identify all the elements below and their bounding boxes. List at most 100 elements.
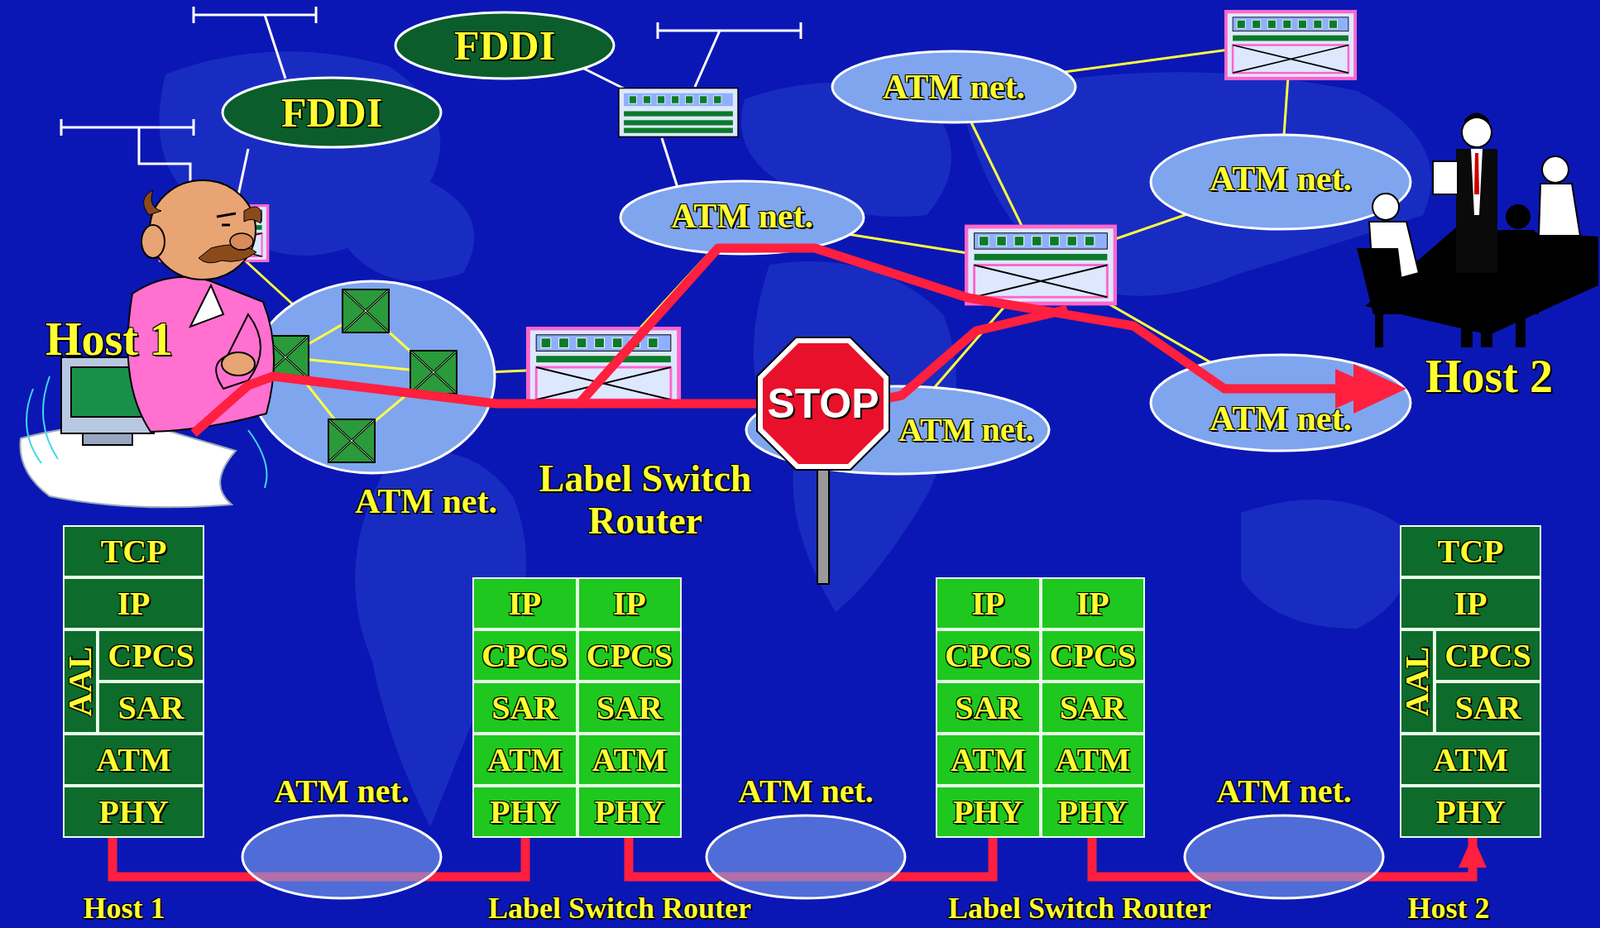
atm-network: ATM net. [1148,352,1414,454]
protocol-layer-cell: PHY [577,785,683,839]
protocol-layer-name: PHY [489,795,560,829]
protocol-layer-name: CPCS [944,639,1031,673]
atm-network: ATM net. [1148,132,1414,232]
protocol-layer-cell: TCP [1399,525,1542,578]
protocol-layer-cell: SAR [97,681,205,734]
protocol-layer-name: ATM [950,743,1026,777]
protocol-layer-name: TCP [1437,535,1505,569]
protocol-layer-name: ATM [95,743,171,777]
atm-network: ATM net. [234,769,450,902]
protocol-layer-cell: IP [577,577,683,630]
router-label: Label Switch Router [508,458,782,542]
network-label: ATM net. [1209,401,1352,436]
network-label: ATM net. [898,413,1035,447]
network-label: ATM net. [273,775,410,809]
protocol-layer-name: SAR [1454,691,1521,725]
network-label: ATM net. [1216,775,1352,809]
network-label: FDDI [281,91,383,134]
atm-network: ATM net. [829,48,1078,125]
atm-network: ATM net. [1176,769,1392,902]
host-protocol-stack: TCPIPAALCPCSSARATMPHY [62,525,205,839]
atm-switch-ring [262,289,457,463]
protocol-layer-name: SAR [1059,691,1126,725]
protocol-layer-cell: PHY [472,785,578,839]
protocol-layer-cell: SAR [577,681,683,734]
protocol-layer-name: CPCS [1049,639,1136,673]
protocol-layer-name: TCP [100,535,168,569]
network-label: FDDI [454,24,556,67]
protocol-layer-cell: SAR [935,681,1041,734]
protocol-layer-name: AAL [63,646,97,717]
protocol-layer-name: CPCS [1444,639,1531,673]
protocol-layer-name: PHY [1058,795,1128,829]
protocol-layer-cell: IP [1399,577,1542,630]
protocol-layer-cell: ATM [62,733,205,786]
protocol-layer-cell: CPCS [1434,629,1542,682]
protocol-layer-cell: CPCS [577,629,683,682]
stop-sign [756,337,890,585]
host-caption: Host 2 [1408,892,1490,926]
protocol-layer-name: SAR [954,691,1021,725]
protocol-layer-name: PHY [594,795,665,829]
ellipse-shape [1150,354,1411,451]
atm-network: ATM net. [698,769,914,902]
protocol-layer-cell: TCP [62,525,205,578]
protocol-layer-cell: PHY [62,785,205,839]
network-label: ATM net. [1209,161,1352,197]
protocol-layer-name: ATM [487,743,562,777]
protocol-layer-name: PHY [953,795,1023,829]
protocol-layer-name: IP [1454,587,1488,621]
network-label: ATM net. [882,69,1026,105]
network-label: ATM net. [670,198,814,234]
ellipse-shape [242,815,441,899]
protocol-layer-name: CPCS [586,639,673,673]
network-label: ATM net. [354,483,498,519]
protocol-layer-cell: IP [1040,577,1146,630]
protocol-layer-name: IP [117,587,151,621]
protocol-layer-name: SAR [491,691,558,725]
protocol-layer-cell: CPCS [472,629,578,682]
protocol-layer-name: IP [613,587,647,621]
host-caption: Host 1 [83,892,166,926]
protocol-layer-cell: CPCS [935,629,1041,682]
ellipse-shape [249,281,495,474]
network-label: ATM net. [737,775,874,809]
path-arrowheads [1335,364,1407,414]
protocol-layer-cell: SAR [472,681,578,734]
protocol-layer-cell: ATM [577,733,683,786]
protocol-layer-name: IP [507,587,542,621]
host-label: Host 2 [1425,351,1553,403]
protocol-layer-cell: IP [935,577,1041,630]
ellipse-shape [706,815,906,899]
fddi-ring: FDDI [392,9,617,82]
ellipse-shape [222,77,441,148]
atm-network: ATM net. [617,178,867,257]
protocol-layer-name: PHY [1435,795,1505,829]
host-1-user [19,180,274,508]
host-protocol-stack: TCP IP AAL CPCS SAR ATM PHY [1399,525,1542,839]
meeting-people [1356,113,1599,349]
protocol-layer-cell: PHY [935,785,1041,839]
protocol-layer-cell: AAL [1399,629,1435,734]
ellipse-shape [1150,134,1411,230]
lan-bus [61,6,801,211]
world-map [159,51,1433,828]
protocol-layer-name: PHY [98,795,168,829]
protocol-layer-cell: CPCS [1040,629,1146,682]
protocol-layer-name: ATM [1432,743,1508,777]
packet-path [193,248,1364,434]
protocol-layer-name: SAR [596,691,663,725]
protocol-layer-cell: ATM [1040,733,1146,786]
stop-sign-text: STOP [766,381,879,427]
router-caption: Label Switch Router [948,892,1212,926]
ellipse-shape [832,51,1076,123]
protocol-layer-name: IP [971,587,1005,621]
host-label: Host 1 [45,314,173,366]
protocol-layer-name: CPCS [481,639,568,673]
ellipse-shape [1184,815,1384,899]
protocol-layer-cell: ATM [472,733,578,786]
protocol-layer-name: ATM [592,743,667,777]
protocol-layer-cell: PHY [1399,785,1542,839]
protocol-layer-cell: ATM [1399,733,1542,786]
